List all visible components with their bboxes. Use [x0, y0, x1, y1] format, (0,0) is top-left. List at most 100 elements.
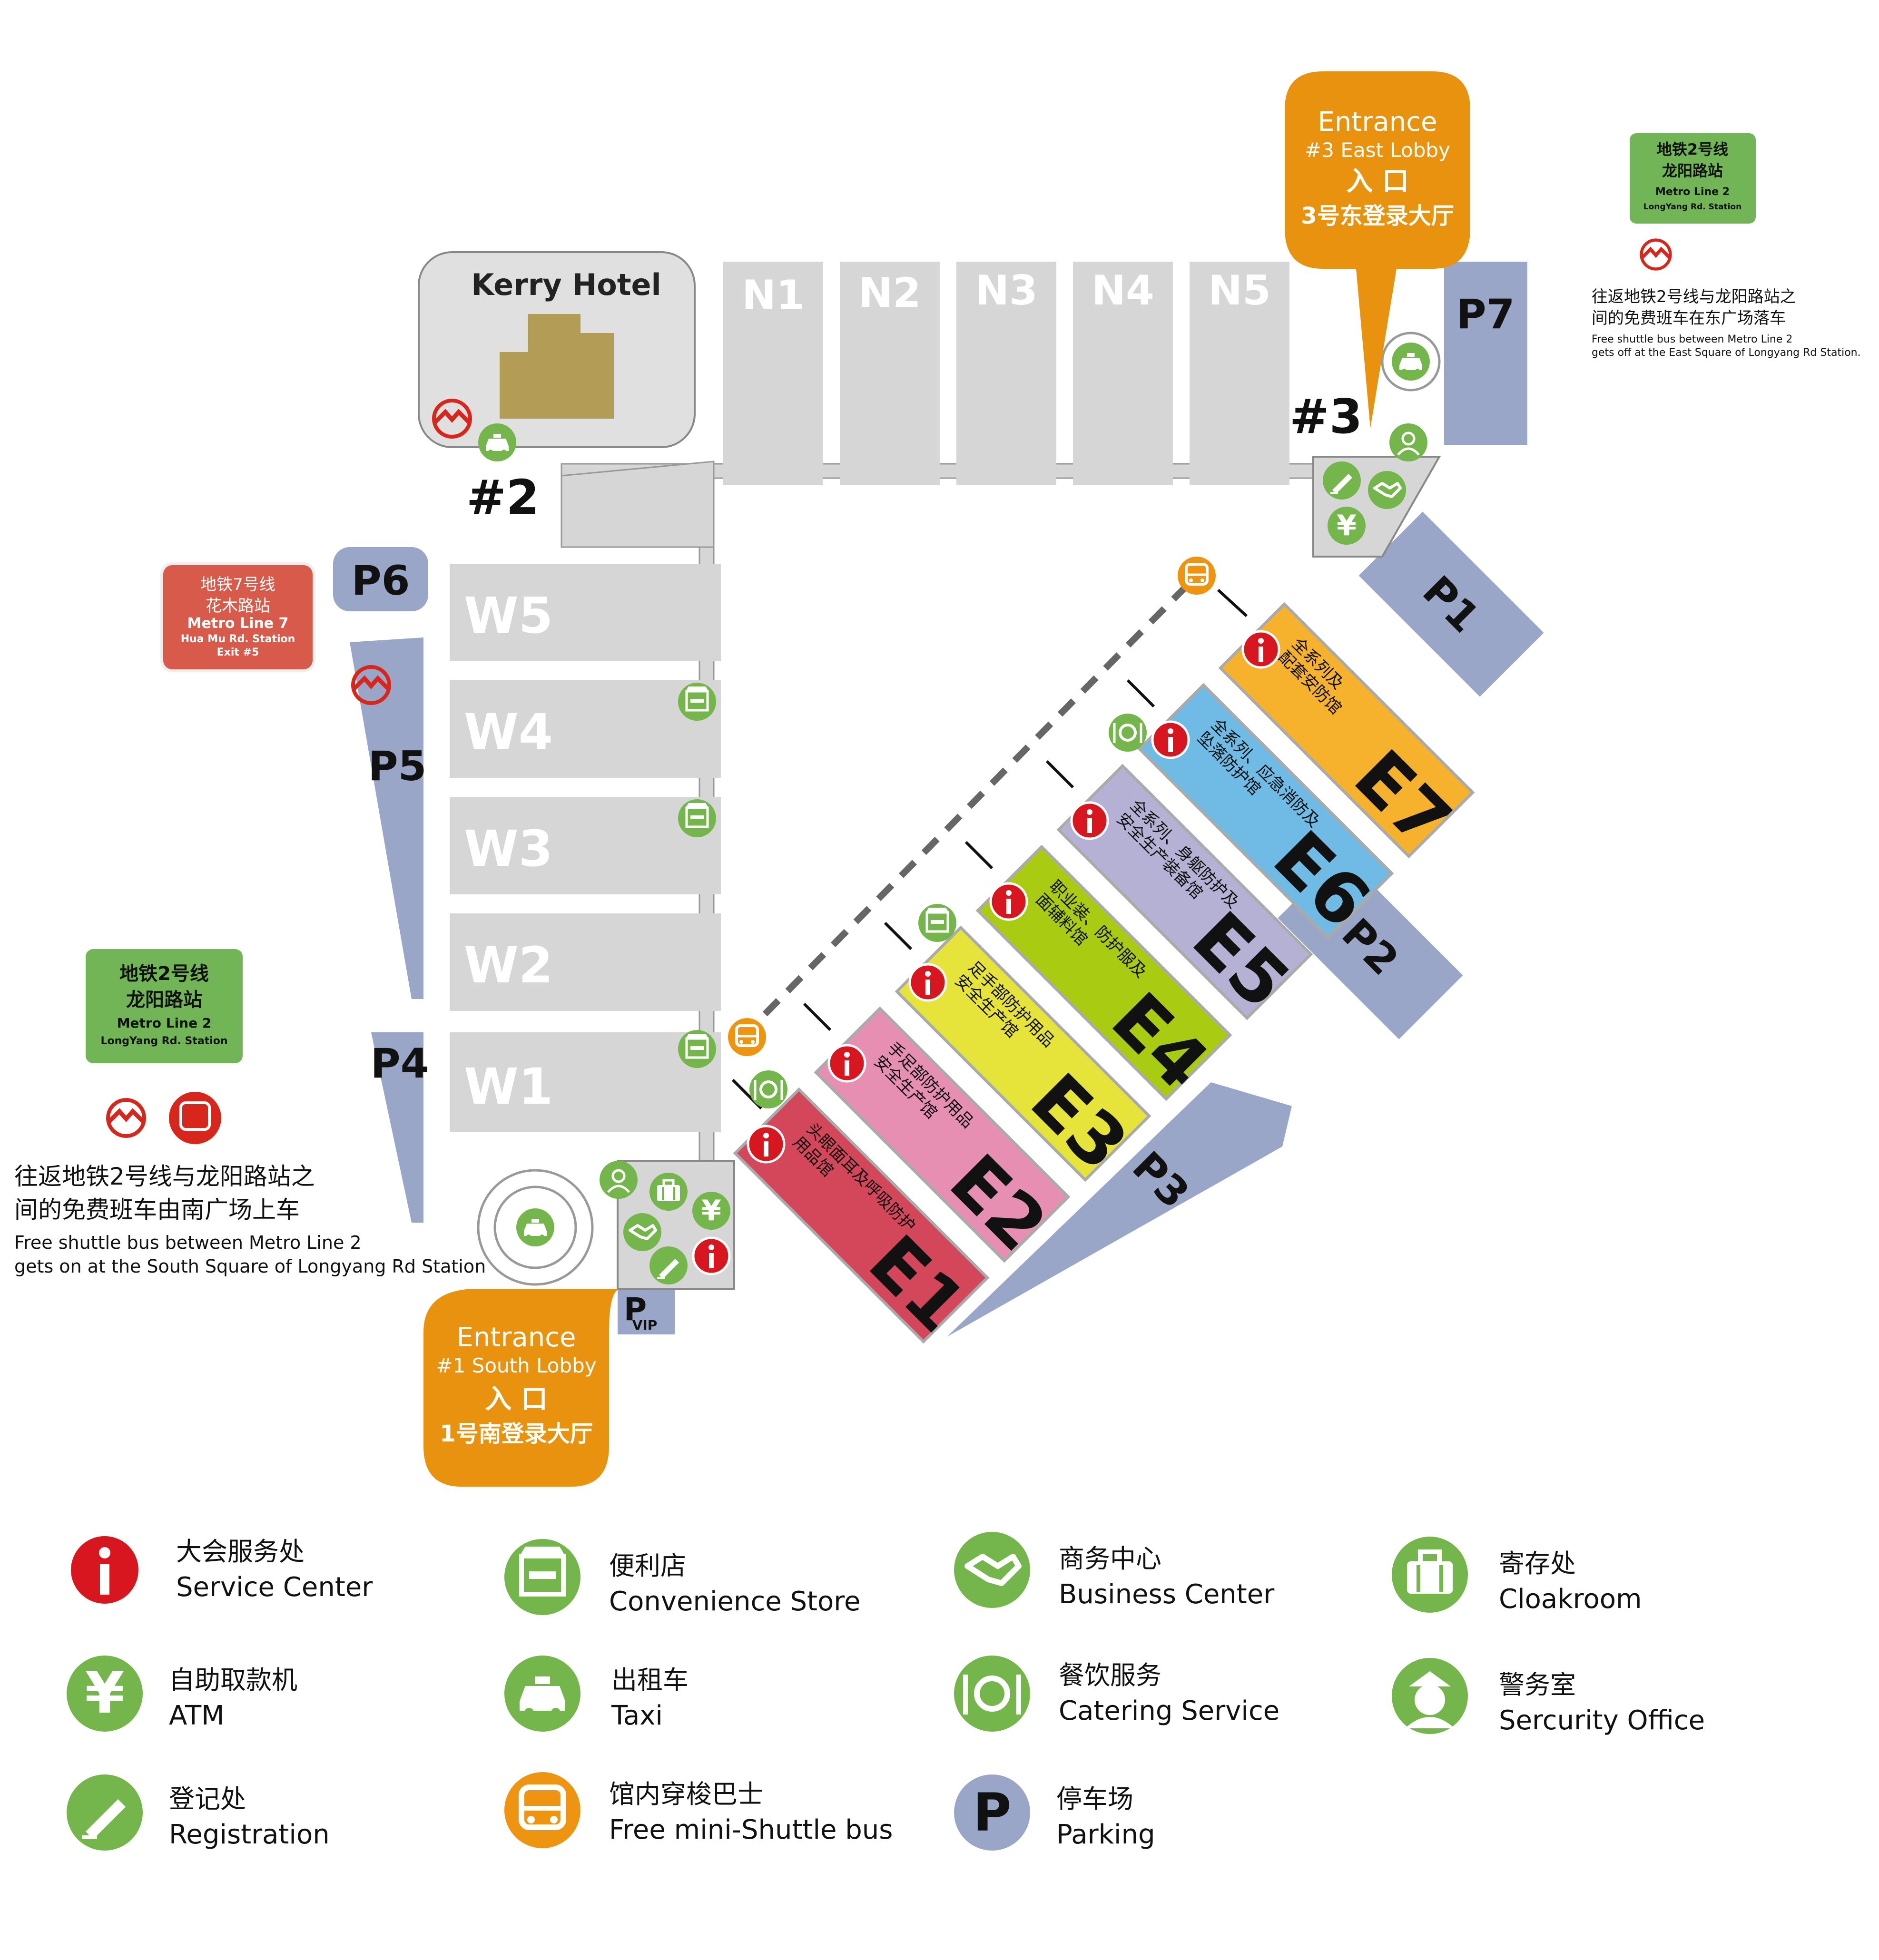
- convenience-store-icon[interactable]: [678, 1030, 716, 1068]
- metro-line2-east-box[interactable]: 地铁2号线 龙阳路站 Metro Line 2 LongYang Rd. Sta…: [1630, 133, 1756, 224]
- metro7-en3: Exit #5: [217, 647, 259, 658]
- hall-w4[interactable]: [450, 680, 721, 778]
- hall-w1[interactable]: [450, 1032, 721, 1132]
- legend-taxi-en: Taxi: [611, 1700, 663, 1731]
- metro2w-zh1: 地铁2号线: [119, 963, 209, 985]
- legend-atm-en: ATM: [169, 1700, 224, 1731]
- legend-business-zh: 商务中心: [1059, 1544, 1161, 1574]
- service-center-icon[interactable]: [693, 1238, 729, 1274]
- service-center-icon[interactable]: [910, 964, 946, 1000]
- hall-w3[interactable]: [450, 797, 721, 894]
- hall-w4-label: W4: [464, 703, 553, 761]
- metro-line2-west-box[interactable]: 地铁2号线 龙阳路站 Metro Line 2 LongYang Rd. Sta…: [86, 949, 243, 1063]
- kerry-hotel[interactable]: Kerry Hotel: [418, 251, 696, 448]
- parking-p4-label: P4: [371, 1040, 429, 1088]
- catering-icon: [954, 1656, 1030, 1732]
- metro2e-en1: Metro Line 2: [1655, 186, 1730, 198]
- hall-e1[interactable]: [733, 1087, 990, 1344]
- hall-n3[interactable]: [956, 262, 1056, 485]
- parking-p6[interactable]: [333, 547, 428, 611]
- taxi-icon-south[interactable]: [516, 1208, 554, 1246]
- shuttle-bus-icon[interactable]: [1178, 557, 1216, 595]
- atm-icon[interactable]: [1328, 507, 1366, 545]
- entrance-south-sub: #1 South Lobby: [436, 1354, 596, 1377]
- parking-pvip-label: P: [624, 1291, 647, 1328]
- parking-lots: P6 P5 P4 P7 P VIP P1 P2 P3: [333, 262, 1544, 1337]
- parking-p4[interactable]: [371, 1032, 423, 1223]
- metro2e-zh1: 地铁2号线: [1657, 140, 1728, 158]
- hall-w5-label: W5: [464, 587, 553, 645]
- parking-p7[interactable]: [1444, 262, 1527, 445]
- shuttle-bus-icon: [504, 1772, 580, 1848]
- service-center-icon[interactable]: [1152, 722, 1189, 758]
- convenience-store-icon[interactable]: [678, 799, 716, 837]
- entrance-east-zh1: 入 口: [1346, 166, 1409, 197]
- atm-icon[interactable]: [692, 1192, 730, 1230]
- hall-w2-label: W2: [464, 936, 553, 994]
- registration-icon[interactable]: [1322, 461, 1362, 500]
- legend-security-zh: 警务室: [1499, 1670, 1576, 1700]
- parking-icon: P: [954, 1774, 1030, 1851]
- security-office-icon[interactable]: [1389, 423, 1427, 461]
- hall-n1-label: N1: [742, 272, 805, 319]
- hall-e6[interactable]: [1137, 683, 1394, 940]
- business-center-icon[interactable]: [1368, 471, 1406, 509]
- catering-icon[interactable]: [1109, 714, 1147, 752]
- shuttle-note-west: 往返地铁2号线与龙阳路站之 间的免费班车由南广场上车 Free shuttle …: [14, 1163, 486, 1277]
- hall-w5[interactable]: [450, 564, 721, 661]
- atm-icon: [67, 1656, 143, 1732]
- metro7-zh2: 花木路站: [206, 597, 270, 616]
- security-office-icon[interactable]: [600, 1161, 638, 1199]
- entrance-east-bubble[interactable]: Entrance #3 East Lobby 入 口 3号东登录大厅: [1285, 71, 1470, 428]
- convenience-store-icon[interactable]: [918, 904, 956, 942]
- metro2w-en1: Metro Line 2: [117, 1015, 212, 1031]
- legend: 大会服务处 Service Center 便利店 Convenience Sto…: [67, 1532, 1705, 1851]
- hall-e2[interactable]: [814, 1006, 1071, 1263]
- hotel-name: Kerry Hotel: [471, 267, 661, 302]
- parking-pvip[interactable]: [618, 1289, 675, 1334]
- legend-store-en: Convenience Store: [609, 1586, 861, 1617]
- hall-n2[interactable]: [840, 262, 940, 485]
- taxi-icon-east[interactable]: [1392, 343, 1430, 381]
- bus-icon-red: [169, 1092, 221, 1144]
- hall-n5-label: N5: [1208, 267, 1271, 314]
- metro2e-zh2: 龙阳路站: [1662, 162, 1723, 180]
- legend-taxi-zh: 出租车: [611, 1665, 689, 1695]
- hall-n4[interactable]: [1073, 262, 1173, 485]
- shuttle-west-en1: Free shuttle bus between Metro Line 2: [14, 1232, 362, 1253]
- hall-n4-label: N4: [1092, 267, 1154, 314]
- service-center-icon[interactable]: [829, 1045, 865, 1081]
- metro-line7-box[interactable]: 地铁7号线 花木路站 Metro Line 7 Hua Mu Rd. Stati…: [160, 562, 315, 672]
- registration-icon[interactable]: [649, 1245, 689, 1285]
- shuttle-west-zh1: 往返地铁2号线与龙阳路站之: [14, 1163, 315, 1190]
- hall-w2[interactable]: [450, 913, 721, 1011]
- service-center-icon[interactable]: [1072, 803, 1108, 839]
- catering-icon[interactable]: [749, 1070, 787, 1108]
- parking-vip-label: VIP: [632, 1317, 658, 1333]
- business-center-icon[interactable]: [623, 1213, 661, 1251]
- shuttle-route: [740, 576, 1197, 1039]
- hall-e4[interactable]: [975, 844, 1232, 1101]
- parking-p1[interactable]: [1358, 511, 1544, 697]
- shuttle-east-en2: gets off at the East Square of Longyang …: [1592, 347, 1861, 359]
- legend-service-zh: 大会服务处: [176, 1537, 305, 1567]
- convenience-store-icon[interactable]: [678, 683, 716, 721]
- east-halls: E1 头眼面耳及呼吸防护 用品馆 E2 手足部防护用品 安全生产馆 E3 足手部…: [733, 602, 1475, 1348]
- hall-n5[interactable]: [1190, 262, 1289, 485]
- service-center-icon[interactable]: [748, 1126, 784, 1162]
- service-center-icon[interactable]: [1243, 631, 1279, 667]
- security-office-icon: [1392, 1658, 1468, 1734]
- cloakroom-icon[interactable]: [649, 1173, 688, 1211]
- shuttle-bus-icon[interactable]: [728, 1018, 766, 1056]
- hall-n1[interactable]: [723, 262, 823, 485]
- parking-p3[interactable]: [947, 1082, 1292, 1337]
- parking-p5[interactable]: [350, 637, 423, 999]
- taxi-icon-hotel[interactable]: [478, 423, 516, 461]
- service-center-icon[interactable]: [991, 883, 1027, 920]
- entrance-south-bubble[interactable]: Entrance #1 South Lobby 入 口 1号南登录大厅: [423, 1289, 619, 1487]
- hall-e5[interactable]: [1056, 764, 1313, 1020]
- cloakroom-icon: [1392, 1537, 1468, 1613]
- legend-atm-zh: 自助取款机: [169, 1665, 297, 1695]
- shuttle-note-east: 往返地铁2号线与龙阳路站之 间的免费班车在东广场落车 Free shuttle …: [1592, 287, 1861, 359]
- hall-e3[interactable]: [895, 925, 1151, 1182]
